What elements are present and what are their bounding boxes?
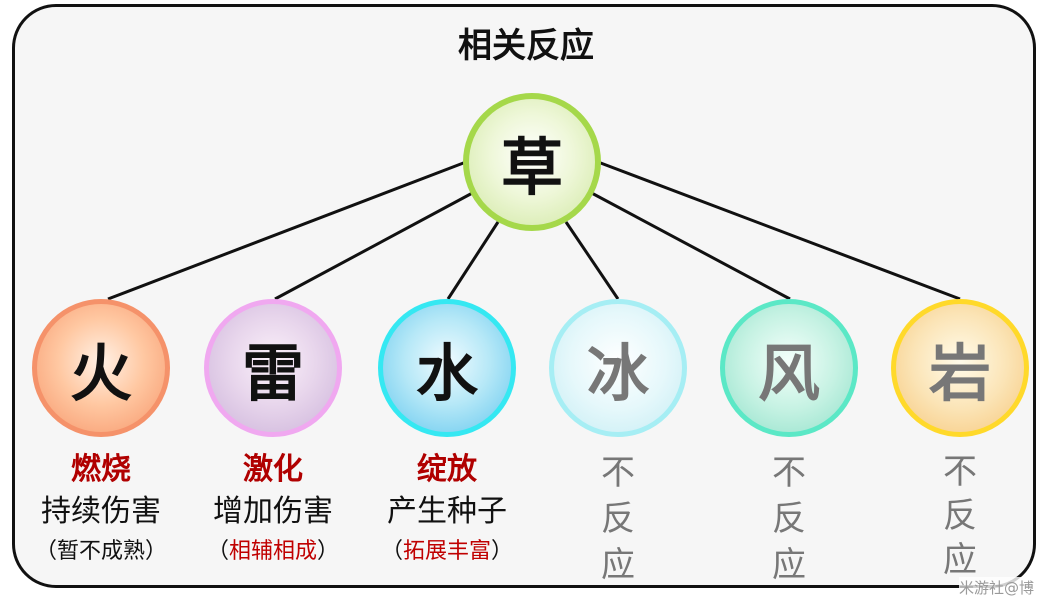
connector-ice [564,221,620,300]
connector-elec [274,188,479,301]
node-grass: 草 [463,93,601,231]
node-fire: 火 [32,299,170,437]
node-wind: 风 [720,299,858,437]
node-rock: 岩 [891,299,1029,437]
desc-water: 绽放 产生种子 （拓展丰富） [362,450,532,570]
desc-fire: 燃烧 持续伤害 （暂不成熟） [16,450,186,570]
reaction-note-text: 暂不成熟 [56,539,145,564]
watermark: 米游社@博 [958,577,1034,598]
node-water: 水 [378,299,516,437]
reaction-note: （相辅相成） [206,539,340,564]
reaction-effect: 持续伤害 [41,494,161,529]
desc-electro: 激化 增加伤害 （相辅相成） [188,450,358,570]
reaction-name: 燃烧 [71,452,131,487]
reaction-note: （暂不成熟） [34,539,168,564]
connector-fire [107,160,467,301]
node-electro: 雷 [204,299,342,437]
reaction-effect: 增加伤害 [213,494,333,529]
reaction-name: 绽放 [417,452,477,487]
no-reaction-ice: 不反应 [601,453,635,585]
reaction-name: 激化 [243,452,303,487]
reaction-note-text: 拓展丰富 [402,539,491,564]
reaction-note-text: 相辅相成 [228,539,317,564]
node-ice: 冰 [549,299,687,437]
no-reaction-wind: 不反应 [772,453,806,585]
no-reaction-rock: 不反应 [943,452,977,580]
diagram-title: 相关反应 [458,26,594,66]
connector-wind [585,188,791,301]
reaction-note: （拓展丰富） [380,539,514,564]
connector-water [446,221,500,300]
reaction-effect: 产生种子 [387,494,507,529]
connector-rock [597,160,961,301]
